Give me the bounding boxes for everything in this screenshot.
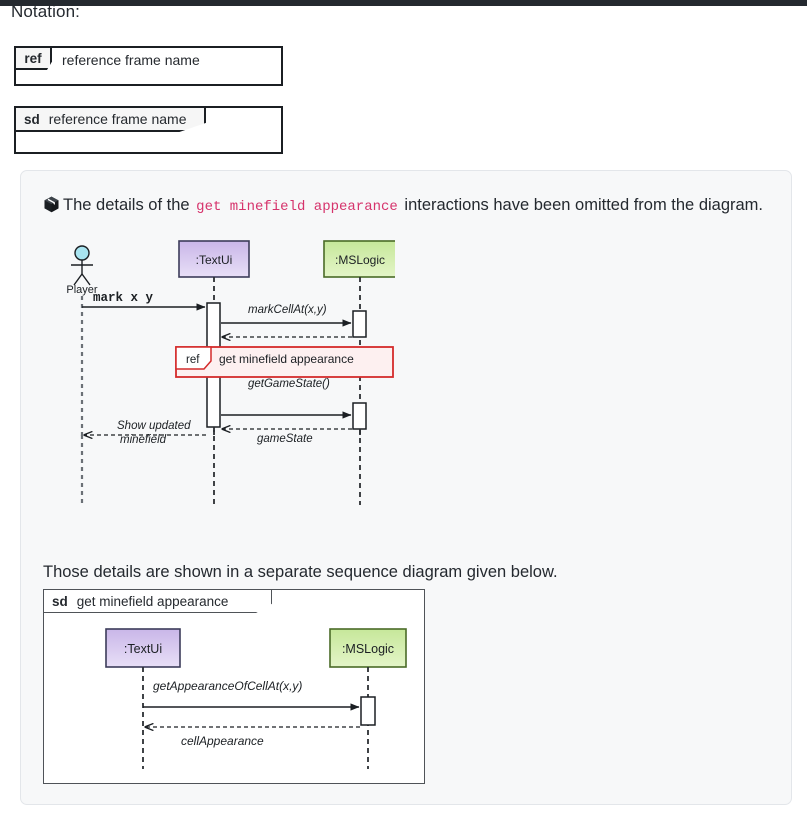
message-label-mark: mark x y: [93, 291, 154, 305]
sd-frame-name: reference frame name: [48, 111, 187, 127]
actor-player: Player: [66, 245, 98, 296]
ref-frame-tag: ref: [24, 50, 42, 66]
participant-mslogic-label: :MSLogic: [335, 253, 385, 267]
ref-frame-main-tag: ref: [186, 354, 200, 366]
sub-participant-mslogic-label: :MSLogic: [342, 642, 394, 656]
message-label-showupdated: Show updated: [117, 420, 191, 432]
sd-frame-tag: sd: [24, 111, 40, 127]
message-label-markcellat: markCellAt(x,y): [248, 304, 327, 316]
ref-frame-main: ref get minefield appearance: [175, 346, 394, 378]
activation-mslogic-1: [352, 310, 367, 338]
sub-participant-mslogic: :MSLogic: [329, 628, 407, 668]
sub-message-label-getappearance: getAppearanceOfCellAt(x,y): [153, 679, 302, 693]
sub-participant-textui: :TextUi: [105, 628, 181, 668]
callout-code: get minefield appearance: [196, 199, 398, 215]
ref-frame-name: reference frame name: [62, 52, 200, 68]
ref-frame-main-name: get minefield appearance: [219, 352, 354, 366]
sub-sequence-diagram: :TextUi :MSLogic getAppearanceOfCellAt(x…: [105, 628, 407, 769]
activation-mslogic-2: [352, 402, 367, 430]
callout-paragraph: The details of the get minefield appeara…: [43, 191, 769, 223]
top-bar: [0, 0, 807, 6]
callout-text-after: interactions have been omitted from the …: [404, 196, 764, 214]
notation-sd-frame: sd reference frame name: [14, 106, 283, 154]
message-label-gamestate: gameState: [257, 433, 313, 445]
sd-frame-tab: sd reference frame name: [16, 108, 206, 132]
page-title: Notation:: [11, 2, 80, 21]
actor-label: Player: [66, 284, 98, 296]
message-label-showupdated-2: minefield: [120, 434, 167, 446]
main-sequence-diagram: Player :TextUi :MSLogic mark x y markCel…: [66, 240, 395, 505]
message-label-getgamestate: getGameState(): [248, 378, 330, 390]
sub-diagram-frame-tab: sd get minefield appearance: [44, 590, 272, 613]
sub-diagram-frame-tag: sd: [52, 593, 68, 609]
callout-text-before: The details of the: [63, 196, 190, 214]
participant-mslogic: :MSLogic: [323, 240, 395, 278]
cube-icon: [43, 194, 60, 223]
participant-textui: :TextUi: [178, 240, 250, 278]
callout-paragraph-2: Those details are shown in a separate se…: [43, 563, 558, 581]
sub-participant-textui-label: :TextUi: [124, 642, 162, 656]
notation-ref-frame: ref reference frame name: [14, 46, 283, 86]
sub-activation-mslogic: [360, 696, 376, 726]
info-callout: The details of the get minefield appeara…: [20, 170, 792, 805]
sub-message-label-cellappearance: cellAppearance: [181, 734, 264, 748]
sub-diagram-frame: sd get minefield appearance: [43, 589, 425, 784]
sub-diagram-frame-name: get minefield appearance: [76, 593, 229, 609]
ref-frame-tab: ref: [16, 48, 52, 70]
participant-textui-label: :TextUi: [196, 253, 233, 267]
